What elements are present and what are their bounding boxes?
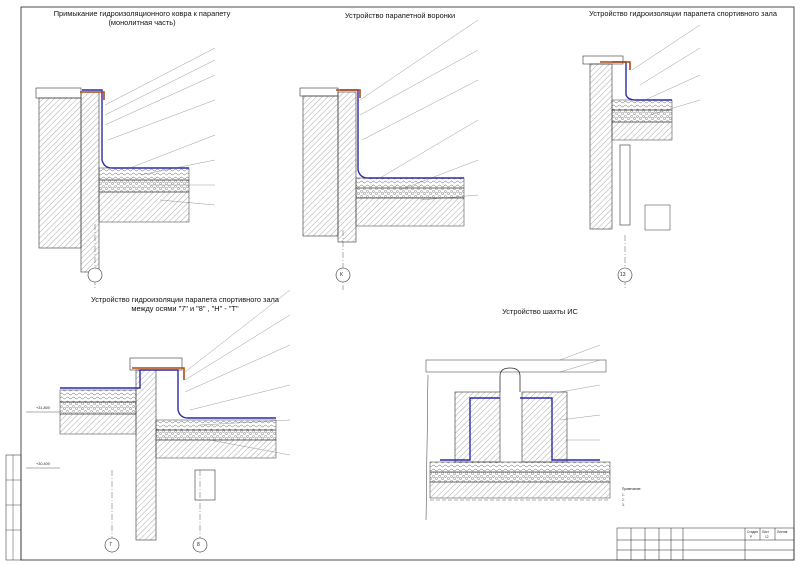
stamp-stage-label: Стадия bbox=[747, 530, 758, 534]
axis-marker-8: 8 bbox=[197, 542, 200, 548]
detail-4-gym-parapet-axes bbox=[26, 289, 291, 555]
detail-5-shaft bbox=[425, 344, 611, 521]
title-detail-4: Устройство гидроизоляции парапета спорти… bbox=[91, 295, 279, 313]
stamp-stage: Р bbox=[750, 535, 753, 539]
level-mark-lower: +30,400 bbox=[36, 462, 50, 466]
note-item-3: 3. bbox=[622, 503, 625, 507]
axis-marker-13: 13 bbox=[620, 272, 626, 278]
title-detail-3: Устройство гидроизоляции парапета спорти… bbox=[589, 9, 777, 18]
stamp-sheet-no: 12 bbox=[765, 535, 769, 539]
title-detail-1: Примыкание гидроизоляционного ковра к па… bbox=[53, 9, 231, 27]
detail-2-parapet-funnel bbox=[299, 19, 479, 290]
title-detail-2: Устройство парапетной воронки bbox=[344, 11, 456, 20]
notes-header: Примечание: bbox=[622, 487, 642, 491]
level-mark-upper: +31,800 bbox=[36, 406, 50, 410]
axis-marker-7: 7 bbox=[109, 542, 112, 548]
stamp-sheet-label: Лист bbox=[762, 530, 769, 534]
stamp-sheets-label: Листов bbox=[777, 530, 788, 534]
detail-1-parapet-monolithic bbox=[35, 47, 216, 290]
note-item-2: 2. bbox=[622, 498, 625, 502]
note-item-1: 1. bbox=[622, 493, 625, 497]
title-block bbox=[616, 527, 795, 561]
title-detail-5: Устройство шахты ИС bbox=[502, 307, 578, 316]
axis-marker-k: К bbox=[340, 272, 343, 278]
detail-3-gym-parapet bbox=[582, 24, 701, 290]
